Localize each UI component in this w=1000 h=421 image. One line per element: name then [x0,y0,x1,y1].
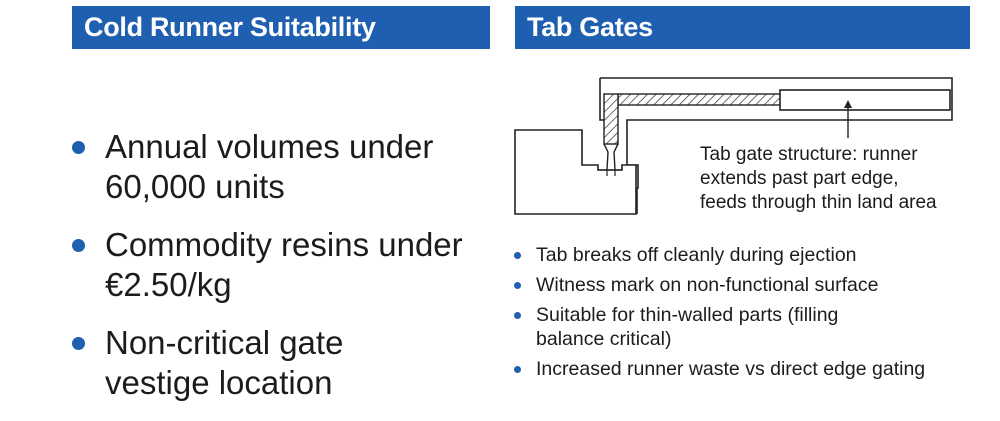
caption-line: Tab gate structure: runner [700,144,918,165]
bullet-icon [514,282,521,289]
list-item: Increased runner waste vs direct edge ga… [512,357,992,381]
caption-line: feeds through thin land area [700,192,937,213]
bullet-icon [514,312,521,319]
bullet-icon [72,239,85,252]
list-item: Witness mark on non-functional surface [512,273,992,297]
mold-left-wall [599,78,604,121]
list-item: Tab breaks off cleanly during ejection [512,243,992,267]
bullet-line: Annual volumes under [105,128,434,165]
diagram-caption: Tab gate structure: runner extends past … [700,143,980,215]
cold-runner-bullet-list: Annual volumes under 60,000 units Commod… [72,127,502,421]
right-section-heading: Tab Gates [515,6,970,49]
bullet-line: vestige location [105,364,333,401]
caption-line: extends past part edge, [700,168,899,189]
bullet-icon [514,252,521,259]
list-item: Non-critical gate vestige location [72,323,502,403]
bullet-line: €2.50/kg [105,266,232,303]
bullet-line: Increased runner waste vs direct edge ga… [536,358,926,380]
tab-gate-diagram [514,77,953,215]
list-item: Annual volumes under 60,000 units [72,127,502,207]
bullet-icon [72,141,85,154]
bullet-line: Commodity resins under [105,226,463,263]
leader-arrowhead [844,100,852,108]
tab-gates-bullet-list: Tab breaks off cleanly during ejection W… [512,243,992,387]
bullet-line: 60,000 units [105,168,285,205]
gate-land [603,143,619,171]
sprue-drop [603,93,619,145]
bullet-icon [72,337,85,350]
bullet-icon [514,366,521,373]
bullet-line: balance critical) [536,328,672,350]
bullet-line: Tab breaks off cleanly during ejection [536,244,857,266]
list-item: Commodity resins under €2.50/kg [72,225,502,305]
runner-extension-tab [779,89,951,111]
left-section-heading: Cold Runner Suitability [72,6,490,49]
bullet-line: Non-critical gate [105,324,344,361]
bullet-line: Witness mark on non-functional surface [536,274,879,296]
list-item: Suitable for thin-walled parts (filling … [512,303,992,351]
bullet-line: Suitable for thin-walled parts (filling [536,304,839,326]
